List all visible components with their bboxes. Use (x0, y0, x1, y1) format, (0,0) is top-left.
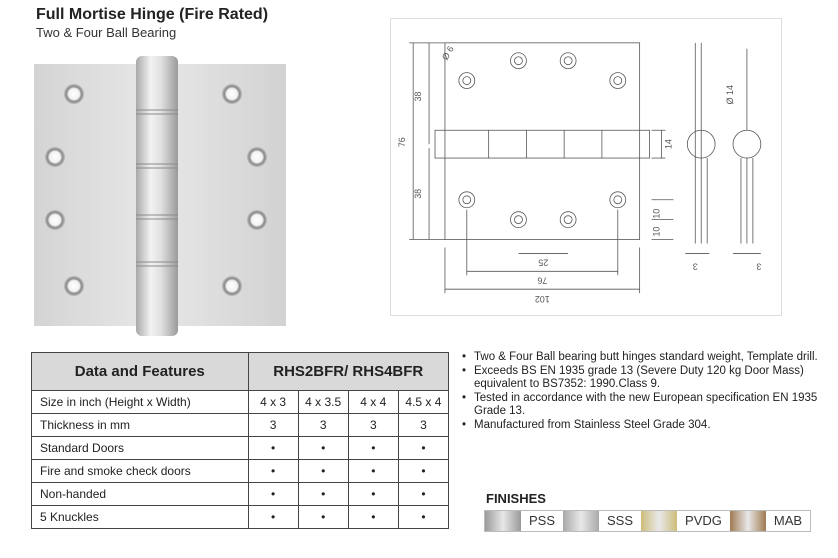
feature-bullets: Two & Four Ball bearing butt hinges stan… (462, 351, 834, 432)
row-value: • (397, 459, 450, 483)
row-value: • (347, 482, 399, 506)
dim-hole-dia: Ø 6 (440, 44, 456, 61)
row-value: 3 (347, 413, 399, 437)
finish-chip (641, 511, 678, 531)
row-value: 4 x 3.5 (297, 390, 349, 414)
dim-overall-width: 102 (535, 294, 550, 304)
row-value: • (347, 459, 399, 483)
row-value: • (247, 459, 299, 483)
row-value: • (397, 436, 450, 460)
bullet-item: Manufactured from Stainless Steel Grade … (462, 419, 834, 433)
finish-label: MAB (765, 511, 811, 531)
row-label: Non-handed (31, 482, 249, 506)
row-label: Size in inch (Height x Width) (31, 390, 249, 414)
row-value: 4 x 3 (247, 390, 299, 414)
row-label: 5 Knuckles (31, 505, 249, 529)
row-value: • (347, 436, 399, 460)
finish-label: SSS (599, 511, 642, 531)
dim-left-upper: 38 (413, 91, 423, 101)
row-value: • (297, 482, 349, 506)
features-table: Data and Features RHS2BFR/ RHS4BFR Size … (31, 352, 450, 529)
finish-chip (563, 511, 600, 531)
row-label: Fire and smoke check doors (31, 459, 249, 483)
product-title: Full Mortise Hinge (Fire Rated) (36, 6, 269, 23)
table-row: Standard Doors • • • • (31, 436, 450, 460)
finishes-swatches: PSS SSS PVDG MAB (484, 510, 812, 532)
dim-knuckle-h: 14 (663, 139, 673, 149)
dim-leaf-thickness-b: 3 (756, 261, 761, 271)
row-label: Thickness in mm (31, 413, 249, 437)
table-row: Thickness in mm 3 3 3 3 (31, 413, 450, 437)
row-value: • (247, 505, 299, 529)
row-value: • (297, 436, 349, 460)
bullet-item: Two & Four Ball bearing butt hinges stan… (462, 351, 834, 365)
table-header-left: Data and Features (31, 352, 249, 391)
dim-leaf-thickness-a: 3 (693, 261, 698, 271)
dim-inner-spacing: 25 (538, 257, 548, 267)
hinge-photo (34, 56, 286, 336)
table-row: Fire and smoke check doors • • • • (31, 459, 450, 483)
finish-swatch-mab: MAB (729, 511, 811, 531)
finish-swatch-sss: SSS (563, 511, 642, 531)
dim-hole-offset: 10 (652, 209, 662, 219)
dim-hole-edge: 10 (652, 227, 662, 237)
row-value: 3 (397, 413, 450, 437)
product-subtitle: Two & Four Ball Bearing (36, 25, 177, 40)
table-header-row: Data and Features RHS2BFR/ RHS4BFR (31, 352, 450, 391)
row-value: • (297, 459, 349, 483)
table-row: Non-handed • • • • (31, 482, 450, 506)
finish-chip (485, 511, 521, 531)
row-value: 4.5 x 4 (397, 390, 450, 414)
row-value: 4 x 4 (347, 390, 399, 414)
dim-left-lower: 38 (413, 189, 423, 199)
table-row: 5 Knuckles • • • • (31, 505, 450, 529)
finish-swatch-pvdg: PVDG (641, 511, 730, 531)
finishes-title: FINISHES (486, 491, 546, 506)
dim-hole-span: 76 (537, 275, 547, 285)
row-value: • (347, 505, 399, 529)
technical-drawing: 38 76 38 Ø 6 Ø 14 14 10 10 25 76 102 3 3 (390, 18, 782, 316)
row-label: Standard Doors (31, 436, 249, 460)
bullet-item: Exceeds BS EN 1935 grade 13 (Severe Duty… (462, 365, 834, 392)
dim-knuckle-dia: Ø 14 (725, 85, 735, 104)
finish-swatch-pss: PSS (485, 511, 564, 531)
row-value: • (397, 482, 450, 506)
bullet-item: Tested in accordance with the new Europe… (462, 392, 834, 419)
row-value: • (297, 505, 349, 529)
row-value: • (397, 505, 450, 529)
row-value: • (247, 482, 299, 506)
dim-left-total: 76 (397, 137, 407, 147)
finish-label: PSS (521, 511, 564, 531)
row-value: 3 (297, 413, 349, 437)
row-value: • (247, 436, 299, 460)
finish-label: PVDG (677, 511, 730, 531)
table-header-right: RHS2BFR/ RHS4BFR (247, 352, 450, 391)
table-row: Size in inch (Height x Width) 4 x 3 4 x … (31, 390, 450, 414)
finish-chip (729, 511, 766, 531)
row-value: 3 (247, 413, 299, 437)
